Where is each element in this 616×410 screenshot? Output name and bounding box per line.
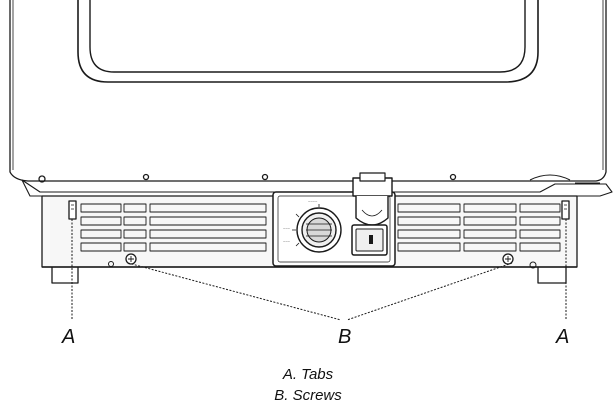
legend-screws: B. Screws <box>0 387 616 404</box>
svg-text:~~~~: ~~~~ <box>308 199 318 204</box>
tab-callout-right: A <box>556 327 569 347</box>
svg-text:~~~: ~~~ <box>283 239 291 244</box>
cabinet-body <box>10 0 606 181</box>
left-tab <box>69 201 76 219</box>
light-housing <box>353 173 392 225</box>
screw-callout: B <box>338 327 351 347</box>
power-switch[interactable] <box>352 225 387 255</box>
right-tab <box>562 201 569 219</box>
tab-callout-left: A <box>62 327 75 347</box>
svg-text:~~~: ~~~ <box>283 226 291 231</box>
door-panel <box>78 0 538 82</box>
legend-tabs: A. Tabs <box>0 366 616 383</box>
